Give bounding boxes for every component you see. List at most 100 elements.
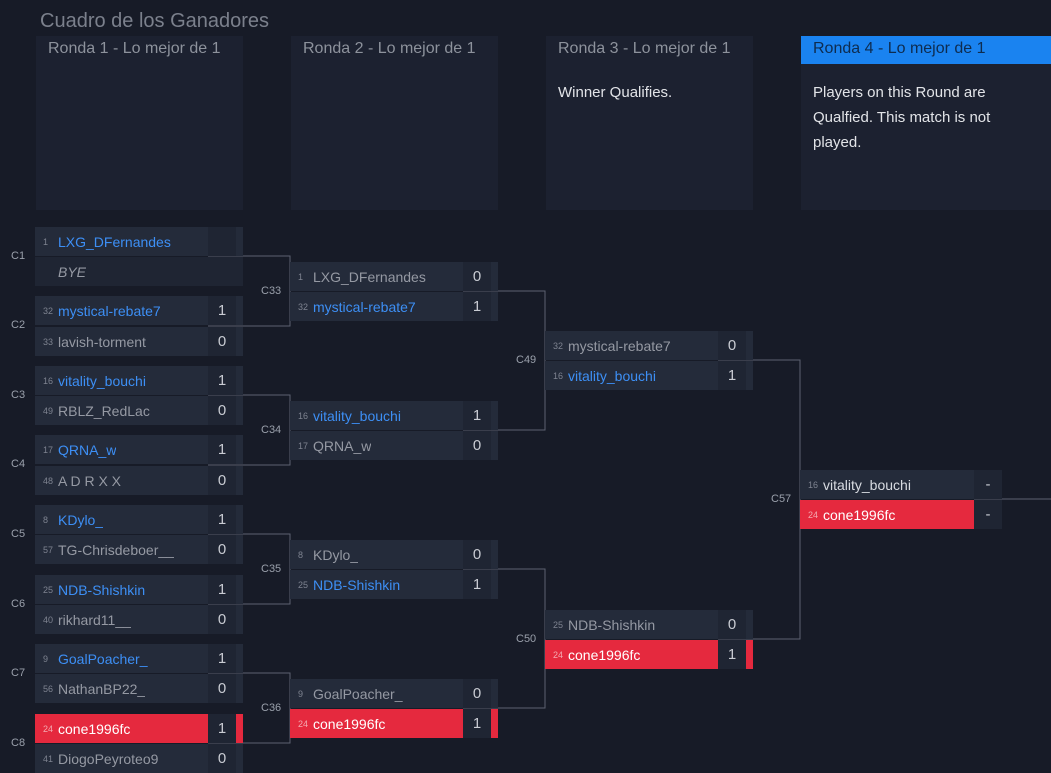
seed-number: 25 [43, 584, 54, 595]
seed-number: 16 [808, 479, 819, 490]
seed-number: 32 [298, 301, 309, 312]
player-score: 0 [463, 431, 491, 460]
round-1-header[interactable]: Ronda 1 - Lo mejor de 1 [36, 36, 243, 64]
player-score: 1 [208, 714, 236, 743]
player-name[interactable]: KDylo_ [58, 511, 104, 528]
player-score: 1 [463, 401, 491, 430]
seed-number: 40 [43, 614, 54, 625]
match-label-c6: C6 [11, 598, 26, 610]
player-name[interactable]: KDylo_ [313, 546, 359, 563]
player-slot-highlighted[interactable]: 24 cone1996fc [800, 500, 974, 529]
player-name[interactable]: LXG_DFernandes [58, 233, 171, 250]
player-score: 0 [208, 535, 236, 564]
player-name[interactable]: vitality_bouchi [58, 372, 146, 389]
match-label-c34: C34 [261, 424, 282, 436]
seed-number: 32 [553, 340, 564, 351]
player-name[interactable]: QRNA_w [58, 441, 117, 458]
player-name[interactable]: NDB-Shishkin [58, 581, 146, 598]
player-name[interactable]: NathanBP22_ [58, 680, 146, 697]
player-score: 0 [718, 331, 746, 360]
player-score: 1 [718, 361, 746, 390]
round-3-description: Winner Qualifies. [546, 64, 753, 210]
player-score: 0 [208, 674, 236, 703]
round-2-header[interactable]: Ronda 2 - Lo mejor de 1 [291, 36, 498, 64]
match-label-c36: C36 [261, 702, 282, 714]
seed-number: 8 [43, 514, 49, 525]
seed-number: 9 [298, 688, 304, 699]
player-name[interactable]: mystical-rebate7 [568, 337, 671, 354]
player-name[interactable]: TG-Chrisdeboer__ [58, 541, 174, 558]
player-name[interactable]: vitality_bouchi [568, 367, 656, 384]
player-name[interactable]: NDB-Shishkin [568, 616, 656, 633]
player-name[interactable]: cone1996fc [568, 646, 641, 663]
player-name[interactable]: lavish-torment [58, 333, 146, 350]
player-name[interactable]: vitality_bouchi [823, 476, 911, 493]
seed-number: 25 [298, 579, 309, 590]
match-label-c35: C35 [261, 563, 282, 575]
seed-number: 32 [43, 305, 54, 316]
player-name[interactable]: mystical-rebate7 [58, 302, 161, 319]
player-score: 1 [208, 296, 236, 325]
match-label-c33: C33 [261, 285, 282, 297]
seed-number: 41 [43, 753, 54, 764]
player-name[interactable]: cone1996fc [313, 715, 386, 732]
player-score: 1 [718, 640, 746, 669]
player-score [208, 257, 236, 286]
player-score: 0 [718, 610, 746, 639]
seed-number: 24 [808, 509, 819, 520]
player-name[interactable]: vitality_bouchi [313, 407, 401, 424]
seed-number: 25 [553, 619, 564, 630]
seed-number: 33 [43, 336, 54, 347]
player-name[interactable]: cone1996fc [823, 506, 896, 523]
player-score: 0 [463, 540, 491, 569]
player-name: BYE [58, 263, 87, 280]
player-score: 1 [208, 644, 236, 673]
seed-number: 1 [43, 236, 49, 247]
player-name[interactable]: GoalPoacher_ [313, 685, 403, 702]
player-slot[interactable]: 16 vitality_bouchi [800, 470, 974, 499]
player-score: - [974, 500, 1002, 529]
seed-number: 9 [43, 653, 49, 664]
player-score: 0 [208, 744, 236, 773]
seed-number: 57 [43, 544, 54, 555]
player-name[interactable]: NDB-Shishkin [313, 576, 401, 593]
player-name[interactable]: rikhard11__ [58, 611, 131, 628]
player-name[interactable]: LXG_DFernandes [313, 268, 426, 285]
seed-number: 24 [553, 649, 564, 660]
player-name[interactable]: A D R X X [58, 472, 122, 489]
player-score: - [974, 470, 1002, 499]
player-name[interactable]: cone1996fc [58, 720, 131, 737]
round-4-header[interactable]: Ronda 4 - Lo mejor de 1 [801, 36, 1051, 64]
player-score: 1 [208, 366, 236, 395]
seed-number: 16 [553, 370, 564, 381]
player-score: 0 [463, 262, 491, 291]
player-name[interactable]: mystical-rebate7 [313, 298, 416, 315]
player-score: 0 [208, 605, 236, 634]
match-label-c50: C50 [516, 633, 537, 645]
player-score: 1 [463, 570, 491, 599]
seed-number: 24 [43, 723, 54, 734]
match-label-c5: C5 [11, 528, 26, 540]
match-label-c3: C3 [11, 389, 26, 401]
round-1-description [36, 64, 243, 210]
seed-number: 1 [298, 271, 304, 282]
seed-number: 17 [298, 440, 309, 451]
player-score: 1 [208, 435, 236, 464]
player-name[interactable]: GoalPoacher_ [58, 650, 148, 667]
player-score: 1 [208, 505, 236, 534]
seed-number: 48 [43, 475, 54, 486]
player-name[interactable]: DiogoPeyroteo9 [58, 750, 159, 767]
seed-number: 16 [43, 375, 54, 386]
round-4-description: Players on this Round are Qualfied. This… [801, 64, 1051, 210]
player-name[interactable]: QRNA_w [313, 437, 372, 454]
round-3-header[interactable]: Ronda 3 - Lo mejor de 1 [546, 36, 753, 64]
seed-number: 16 [298, 410, 309, 421]
match-label-c4: C4 [11, 458, 26, 470]
seed-number: 24 [298, 718, 309, 729]
match-label-c49: C49 [516, 354, 537, 366]
match-label-c1: C1 [11, 250, 26, 262]
match-label-c7: C7 [11, 667, 26, 679]
player-score: 1 [463, 709, 491, 738]
seed-number: 49 [43, 405, 54, 416]
player-name[interactable]: RBLZ_RedLac [58, 402, 150, 419]
